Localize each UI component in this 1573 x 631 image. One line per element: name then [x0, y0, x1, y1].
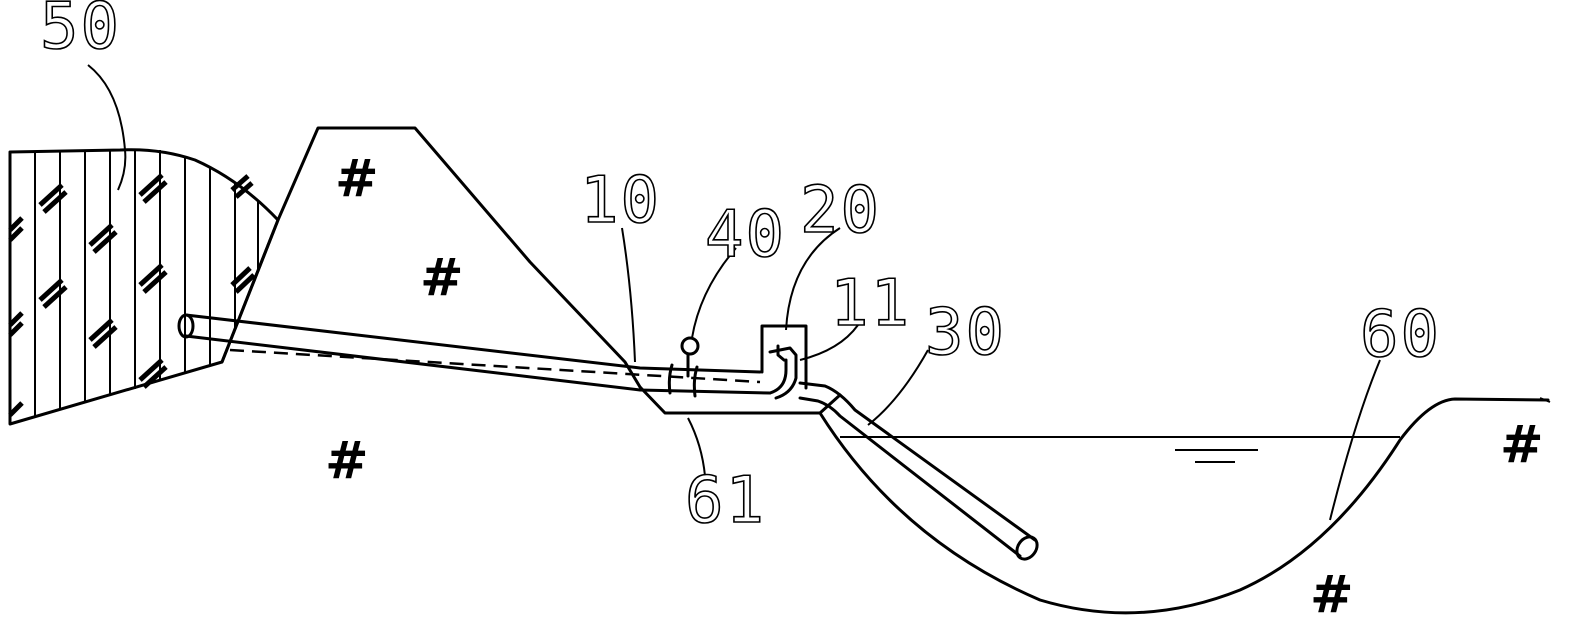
reservoir-bank-60: [818, 397, 1551, 615]
rock-mass-50: [8, 148, 280, 426]
label-10: 10: [580, 164, 661, 238]
label-30: 30: [925, 296, 1006, 370]
svg-text:#: #: [1500, 415, 1544, 475]
svg-text:#: #: [420, 248, 464, 308]
outlet-box-20: [760, 324, 808, 390]
soil-hatch-icon: # # # # #: [325, 149, 1544, 625]
pipe-10: [177, 313, 772, 395]
valve-40: [667, 336, 700, 398]
label-60: 60: [1360, 298, 1441, 372]
elbow-11: [768, 344, 798, 400]
embankment-body: [220, 126, 842, 415]
label-40: 40: [705, 198, 786, 272]
label-50: 50: [40, 0, 121, 64]
water-level-icon: [1175, 449, 1258, 463]
discharge-pipe-30: [798, 381, 1039, 561]
svg-text:#: #: [335, 149, 379, 209]
svg-text:#: #: [325, 431, 369, 491]
label-11: 11: [830, 267, 911, 341]
water-surface: [840, 436, 1400, 463]
label-61: 61: [685, 464, 766, 538]
label-20: 20: [800, 174, 881, 248]
svg-text:#: #: [1310, 565, 1354, 625]
leader-lines: [87, 64, 1381, 521]
rock-hatch-icon: [8, 149, 259, 418]
